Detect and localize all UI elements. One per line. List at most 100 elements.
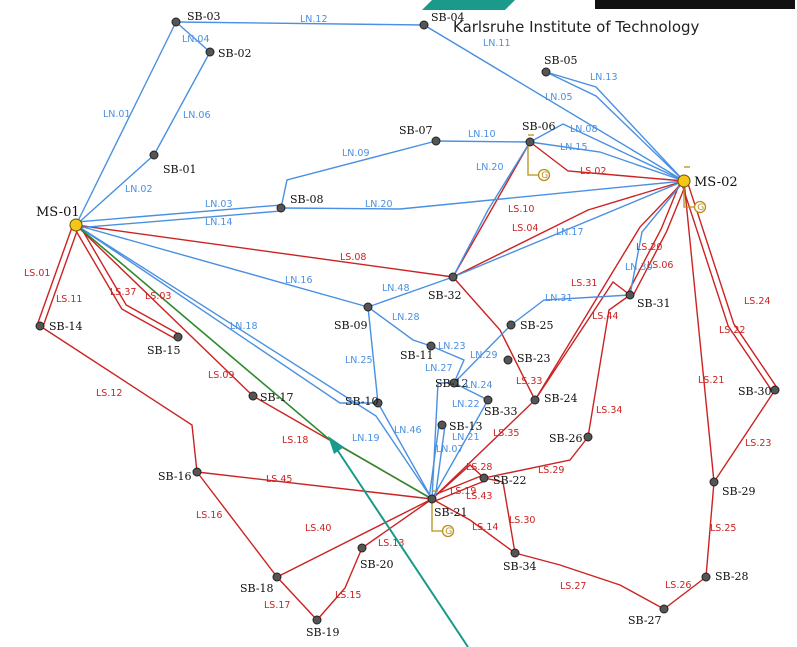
ln-line-ln-02 (75, 154, 155, 226)
node-label-sb-10: SB-10 (345, 395, 379, 408)
ls-line-ls-15 (316, 547, 363, 621)
ln-line-ln-30 (629, 180, 685, 296)
ln-line-label: LN.28 (392, 312, 420, 323)
node-label-sb-09: SB-09 (334, 319, 368, 332)
ln-line-ln-23 (430, 345, 465, 384)
node-label-sb-31: SB-31 (637, 297, 671, 310)
node-sb-17 (248, 391, 258, 401)
ls-line-label: LS.03 (145, 291, 171, 302)
ln-line-label: LN.14 (205, 217, 233, 228)
ln-line-label: LN.16 (285, 275, 313, 286)
node-sb-05 (541, 67, 551, 77)
ls-line-ls-17 (276, 576, 318, 621)
node-label-sb-13: SB-13 (449, 420, 483, 433)
generator-circle (537, 168, 551, 182)
ls-line-ls-21 (683, 180, 715, 483)
ln-line-ln-24 (453, 382, 489, 401)
ln-line-label: LN.48 (382, 283, 410, 294)
ls-line-label: LS.04 (512, 223, 538, 234)
ls-line-ls-27 (514, 552, 665, 610)
node-label-sb-03: SB-03 (187, 10, 221, 23)
node-sb-22 (479, 473, 489, 483)
ls-line-ls-16 (196, 471, 278, 578)
ls-line-label: LS.19 (450, 486, 476, 497)
ln-line-ln-20 (280, 180, 685, 210)
ln-line-label: LN.12 (300, 14, 328, 25)
node-sb-34 (510, 548, 520, 558)
ls-line-label: LS.28 (466, 462, 492, 473)
ln-line-label: LN.24 (465, 380, 493, 391)
ls-line-ls-01 (42, 225, 80, 328)
node-sb-12 (449, 378, 459, 388)
ls-line-label: LS.24 (744, 296, 770, 307)
ls-line-label: LS.40 (305, 523, 331, 534)
node-sb-02 (205, 47, 215, 57)
node-label-sb-06: SB-06 (522, 120, 556, 133)
ln-line-ln-01 (75, 21, 177, 226)
node-label-sb-19: SB-19 (306, 626, 340, 639)
ls-line-label: LS.22 (719, 325, 745, 336)
node-label-sb-11: SB-11 (400, 349, 434, 362)
ls-line-ls-22 (686, 179, 779, 390)
ls-line-ls-13 (361, 498, 433, 549)
ls-line-label: LS.13 (378, 538, 404, 549)
node-sb-14 (35, 321, 45, 331)
ls-line-ls-14 (431, 498, 516, 554)
ls-line-ls-28 (431, 464, 485, 500)
ln-line-label: LN.03 (205, 199, 233, 210)
gen-sb21-icon: G (431, 490, 455, 537)
ln-line-ln-03 (75, 204, 281, 223)
ln-line-ln-12 (175, 21, 425, 26)
ls-line-label: LS.02 (580, 166, 606, 177)
ln-line-label: LN.19 (352, 433, 380, 444)
ln-line-label: LN.05 (545, 92, 573, 103)
ls-line-ls-10 (452, 141, 531, 278)
node-label-sb-25: SB-25 (520, 319, 554, 332)
ls-line-ls-35 (431, 399, 536, 500)
ln-line-ln-21 (428, 424, 440, 499)
generator-letter: G (445, 527, 452, 537)
ln-line-label: LN.25 (345, 355, 373, 366)
ls-line-ls-20 (626, 179, 682, 295)
ln-line-ln-48 (367, 276, 454, 308)
node-sb-11 (426, 341, 436, 351)
ln-line-ln-04 (175, 21, 211, 53)
ln-line-ln-29 (453, 324, 512, 384)
node-sb-23 (503, 355, 513, 365)
annotation-arrow-head (328, 436, 344, 454)
ls-line-ls-24 (680, 181, 773, 392)
ls-line-label: LS.43 (466, 491, 492, 502)
gen-sb06-icon: G (527, 134, 551, 182)
ln-line-ln-16 (75, 224, 369, 308)
node-label-sb-21: SB-21 (434, 506, 468, 519)
node-label-sb-17: SB-17 (260, 391, 294, 404)
node-sb-30 (770, 385, 780, 395)
node-label-sb-20: SB-20 (360, 558, 394, 571)
ln-line-label: LN.15 (560, 142, 588, 153)
ln-lines (75, 21, 685, 500)
ln-line-ln-11 (423, 24, 685, 182)
generators: G G G (431, 134, 707, 537)
node-label-sb-04: SB-04 (431, 11, 465, 24)
ln-line-label: LN.10 (468, 129, 496, 140)
node-sb-24 (530, 395, 540, 405)
node-sb-04 (419, 20, 429, 30)
ln-line-label: LN.18 (230, 321, 258, 332)
ln-line-ln-19 (75, 224, 433, 500)
ln-line-ln-09 (280, 140, 437, 209)
ln-line-ln-17 (452, 180, 685, 278)
node-sb-21 (427, 494, 437, 504)
ln-line-ln-18 (75, 224, 378, 404)
ln-line-ln-14 (76, 210, 282, 229)
ls-line-ls-37 (77, 222, 181, 336)
generator-stem (527, 145, 540, 176)
gen-ms02-icon: G (683, 166, 707, 213)
generator-letter: G (541, 171, 548, 181)
ln-line-label: LN.01 (103, 109, 131, 120)
node-label-sb-24: SB-24 (544, 392, 578, 405)
ln-line-ln-15 (529, 141, 685, 182)
node-label-ms-02: MS-02 (694, 175, 738, 190)
node-sb-25 (506, 320, 516, 330)
